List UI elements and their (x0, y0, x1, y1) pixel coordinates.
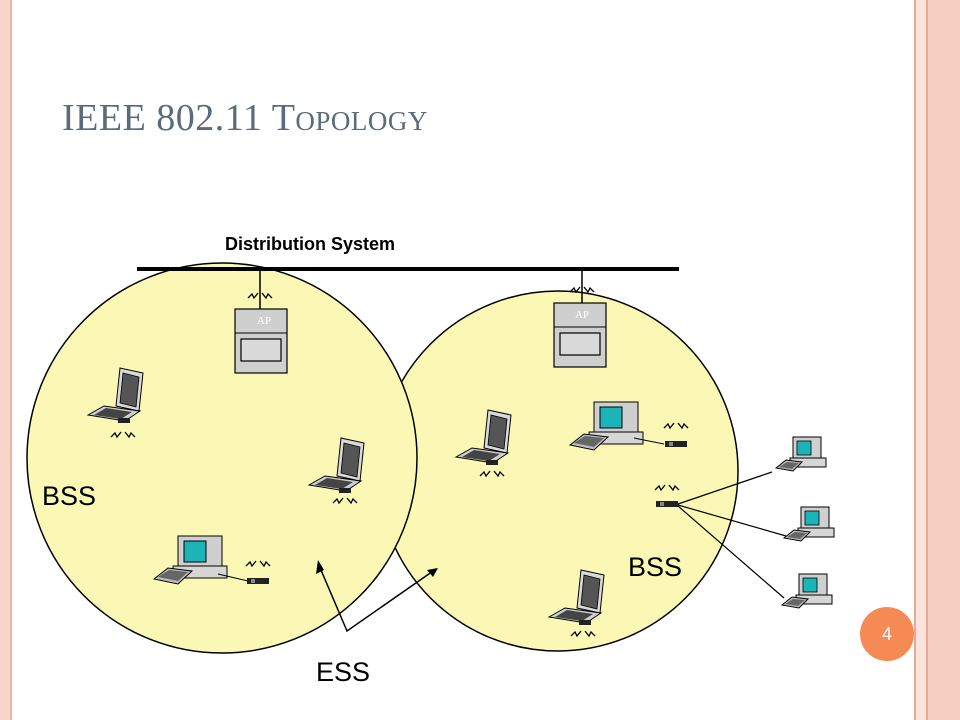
bss-label-left: BSS (42, 481, 96, 511)
ess-arrows (316, 560, 438, 633)
desktop-station-left (153, 535, 271, 585)
bss-cell-left (26, 262, 418, 654)
desktop-station-right (569, 401, 689, 451)
ap-label-left: AP (257, 315, 271, 327)
page-number-badge: 4 (860, 607, 914, 661)
access-point-left: AP (234, 269, 288, 374)
ap-label-right: AP (575, 309, 589, 321)
slide-left-border (0, 0, 12, 720)
external-pc-3 (781, 573, 833, 609)
bss-label-right: BSS (628, 552, 682, 582)
slide-right-border (914, 0, 960, 720)
distribution-system-label: Distribution System (225, 234, 395, 254)
wireless-bridge (654, 471, 787, 599)
external-pc-1 (775, 436, 827, 472)
external-pc-2 (783, 506, 835, 542)
access-point-right: AP (553, 269, 607, 368)
slide-title: IEEE 802.11 Topology (62, 97, 428, 139)
ess-label: ESS (316, 657, 370, 687)
